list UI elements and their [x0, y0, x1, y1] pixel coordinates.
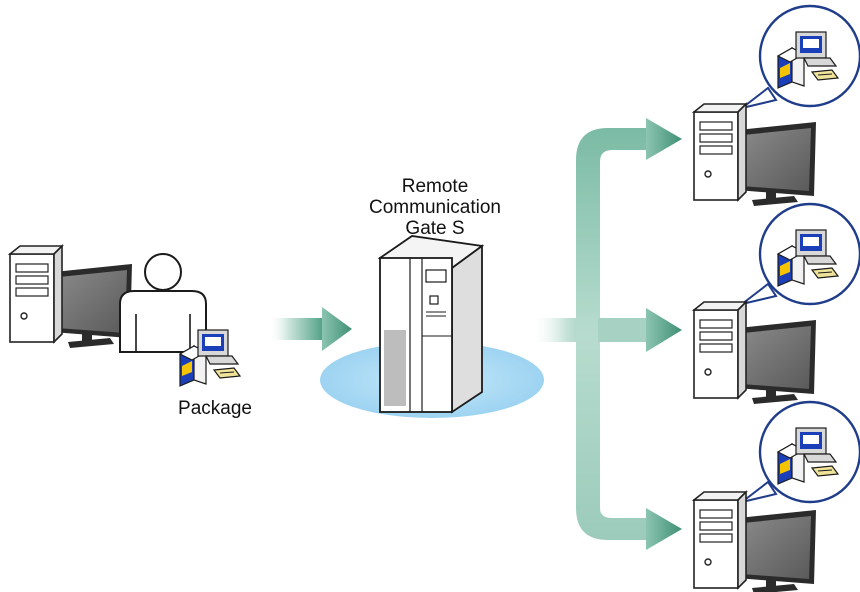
client-1 [693, 4, 860, 207]
server-tower-icon [377, 235, 485, 414]
desktop-computer-icon [693, 491, 817, 592]
user-icon [119, 253, 207, 353]
client-3 [693, 400, 860, 592]
distribution-arrows [530, 118, 682, 550]
desktop-computer-icon [693, 103, 817, 207]
client-2 [693, 202, 860, 405]
server-label-line2: Communication [369, 197, 501, 218]
server-label: Remote Communication Gate S [360, 176, 510, 239]
arrow-head-client-2 [646, 308, 682, 352]
arrow-head-client-3 [646, 508, 682, 550]
arrow-head-client-1 [646, 118, 682, 160]
arrow-to-server [268, 307, 352, 351]
server-label-line3: Gate S [405, 218, 465, 239]
desktop-computer-icon [693, 301, 817, 405]
sender-desktop-icon [9, 245, 133, 349]
server-label-line1: Remote [401, 176, 469, 197]
package-label: Package [178, 398, 252, 419]
